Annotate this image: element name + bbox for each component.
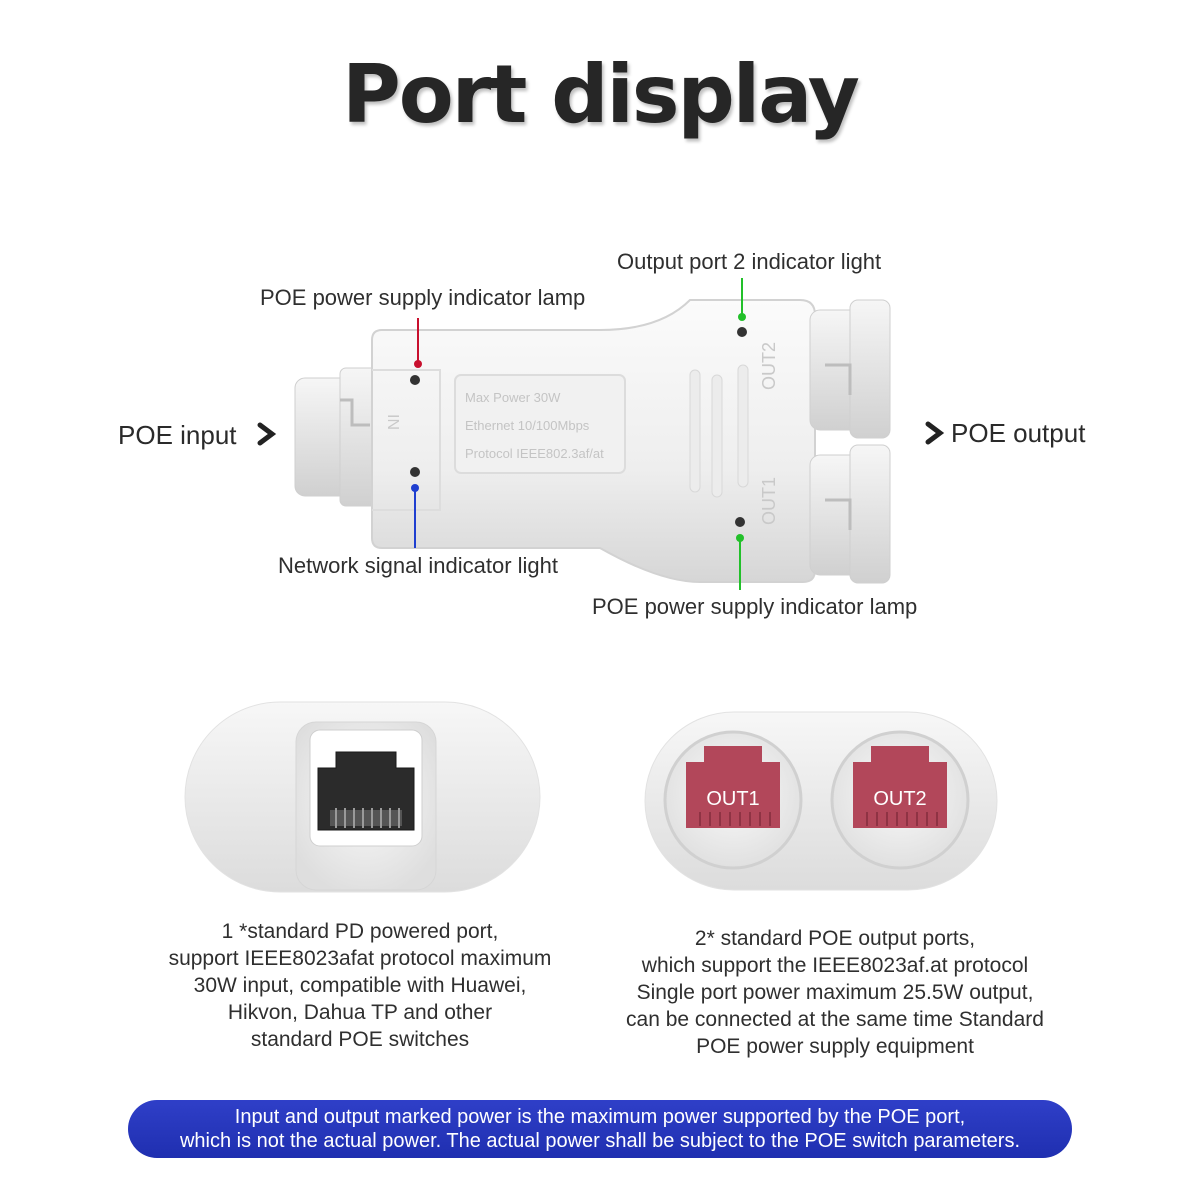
poe-input-led (410, 375, 420, 385)
green-leader-line-top (738, 278, 746, 321)
callout-poe-lamp-bottom: POE power supply indicator lamp (592, 594, 918, 619)
green-leader-line-bottom (736, 534, 744, 590)
page-title: Port display (342, 48, 860, 141)
callout-output2-light: Output port 2 indicator light (617, 249, 882, 274)
output-desc-line: which support the IEEE8023af.at protocol (641, 954, 1029, 977)
port-closeups: OUT1 OUT2 (184, 701, 998, 893)
chevron-right-icon (925, 421, 945, 445)
network-led (410, 467, 420, 477)
output-desc-line: can be connected at the same time Standa… (626, 1008, 1044, 1031)
banner-line-2: which is not the actual power. The actua… (179, 1130, 1021, 1152)
power-disclaimer-banner: Input and output marked power is the max… (128, 1100, 1072, 1158)
poe-output-label: POE output (951, 418, 1086, 448)
output-desc-line: POE power supply equipment (696, 1035, 974, 1058)
input-plug (294, 367, 381, 507)
rj45-out1-jack (686, 746, 780, 828)
output-ports-closeup: OUT1 OUT2 (644, 711, 998, 891)
input-desc-line: support IEEE8023afat protocol maximum (168, 947, 552, 970)
rj45-out2-jack (853, 746, 947, 828)
poe-input-label: POE input (118, 420, 237, 450)
banner-line-1: Input and output marked power is the max… (234, 1106, 966, 1128)
red-leader-line (414, 318, 422, 368)
spec-label-line3: Protocol IEEE802.3af/at (465, 446, 604, 461)
output-plug-1 (809, 444, 891, 584)
callout-poe-lamp-top: POE power supply indicator lamp (260, 285, 586, 310)
out1-port-label: OUT1 (706, 788, 759, 810)
spec-label-line1: Max Power 30W (465, 390, 561, 405)
input-port-closeup (184, 701, 541, 893)
spec-label-line2: Ethernet 10/100Mbps (465, 418, 590, 433)
in-marking: IN (384, 414, 401, 430)
input-desc-line: standard POE switches (250, 1028, 470, 1051)
output-desc-line: Single port power maximum 25.5W output, (636, 981, 1034, 1004)
out1-led (735, 517, 745, 527)
input-desc-line: 30W input, compatible with Huawei, (193, 974, 527, 997)
output-plug-2 (809, 299, 891, 439)
splitter-device-diagram: Max Power 30W Ethernet 10/100Mbps Protoc… (257, 278, 945, 590)
blue-leader-line (411, 484, 419, 548)
out1-marking: OUT1 (759, 477, 779, 525)
chevron-right-icon (257, 422, 277, 446)
output-port-description: 2* standard POE output ports, which supp… (590, 925, 1080, 1060)
input-desc-line: Hikvon, Dahua TP and other (227, 1001, 493, 1024)
output-desc-line: 2* standard POE output ports, (694, 927, 976, 950)
out2-led (737, 327, 747, 337)
out2-marking: OUT2 (759, 342, 779, 390)
spec-label-panel (454, 374, 626, 474)
input-desc-line: 1 *standard PD powered port, (221, 920, 499, 943)
callout-network-signal: Network signal indicator light (278, 553, 559, 578)
out2-port-label: OUT2 (873, 788, 926, 810)
input-port-description: 1 *standard PD powered port, support IEE… (120, 918, 600, 1053)
